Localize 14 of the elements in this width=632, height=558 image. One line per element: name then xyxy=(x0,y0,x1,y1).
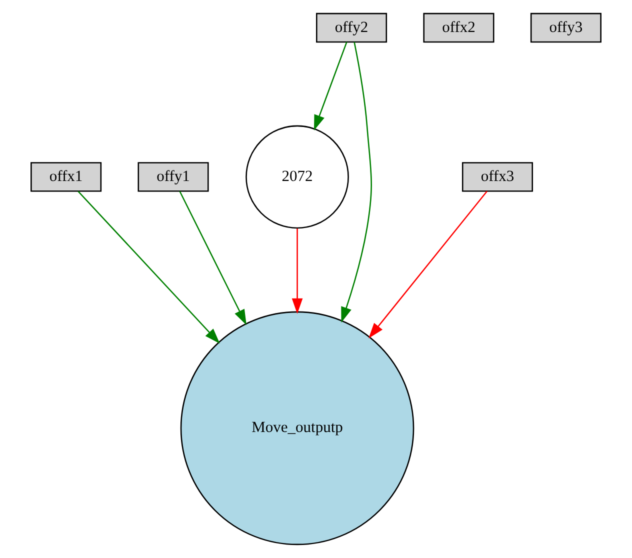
arrow xyxy=(368,190,488,338)
node-circle: Move_outputp xyxy=(180,311,414,546)
arrow xyxy=(341,42,372,323)
arrow xyxy=(292,228,303,314)
arrow xyxy=(78,190,220,344)
node-box: offy2 xyxy=(316,12,388,43)
arrow xyxy=(179,190,246,326)
node-circle: 2072 xyxy=(246,125,349,229)
arrow xyxy=(314,42,348,130)
node-box: offy1 xyxy=(138,162,209,192)
node-box: offx3 xyxy=(462,162,534,192)
node-box: offy3 xyxy=(530,12,602,43)
node-box: offx2 xyxy=(423,12,494,43)
node-box: offx1 xyxy=(30,162,102,192)
